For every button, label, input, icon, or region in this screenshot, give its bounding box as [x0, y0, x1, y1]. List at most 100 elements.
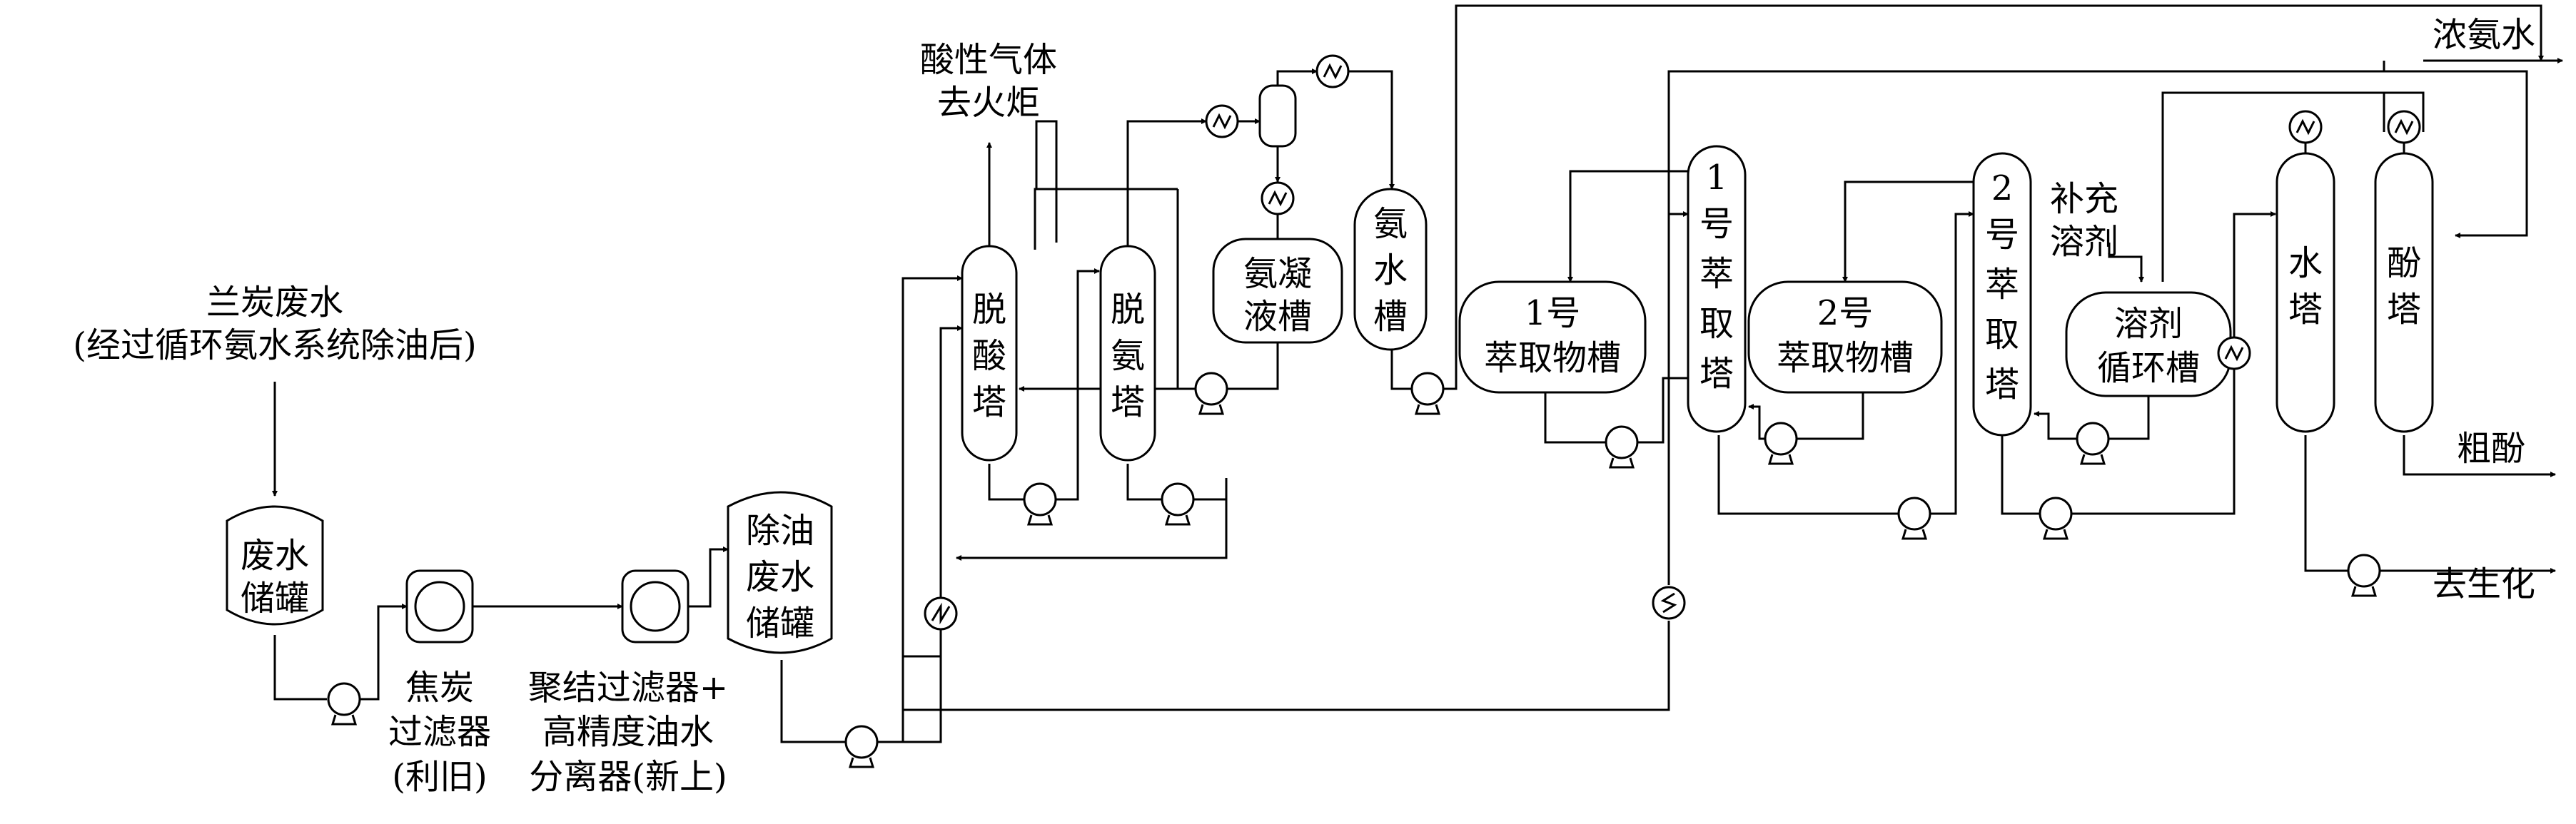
feed-label-line1: 兰炭废水 — [206, 283, 343, 322]
reflux-drum — [1258, 84, 1297, 148]
hx-return — [956, 478, 1228, 561]
ammonia-pump-out — [1443, 4, 2544, 390]
extractor2-label-3: 萃 — [1985, 265, 2019, 305]
heat-exchanger-icon — [924, 596, 958, 631]
extract-tank-2 — [1747, 280, 1943, 394]
deammonia-bottom — [1126, 464, 1161, 501]
labels: 兰炭废水 (经过循环氨水系统除油后) 酸性气体 去火炬 浓氨水 粗酚 去生化 废… — [73, 15, 2535, 797]
extractor1-label-1: 1 — [1706, 158, 1728, 198]
acid-gas-label-line2: 去火炬 — [937, 83, 1040, 123]
heat-exchanger-icon — [1652, 586, 1686, 620]
extractor1-overhead — [1567, 170, 1688, 283]
deoiled-tank — [727, 491, 833, 654]
extractor1-bottom — [1717, 435, 1899, 515]
deacid-tower-label-3: 塔 — [972, 382, 1006, 422]
water-tower-label-1: 水 — [2288, 243, 2323, 283]
extractor2-label-2: 号 — [1985, 215, 2019, 255]
extractor2-label-1: 2 — [1991, 168, 2014, 208]
extract1-tank-label-2: 萃取物槽 — [1484, 338, 1621, 378]
solvent-tank-label-2: 循环槽 — [2097, 348, 2200, 388]
coalescer-label-1: 聚结过滤器+ — [528, 668, 728, 708]
extractor1-label-5: 塔 — [1699, 354, 1734, 394]
pump-icon — [1897, 497, 1931, 540]
ammonia-condensate-tank — [1212, 238, 1343, 344]
pump-icon — [1605, 425, 1639, 469]
extractor1-pump-out — [1931, 211, 1974, 515]
ammonia-water-label-3: 槽 — [1373, 297, 1408, 337]
cond-tank-outlet — [1228, 335, 1279, 390]
ammonia-cond-label-2: 液槽 — [1243, 297, 1312, 337]
to-biochem-label: 去生化 — [2433, 564, 2535, 604]
exch-to-ammonia-tank — [1349, 70, 1395, 190]
pump-icon — [327, 682, 361, 726]
phenol-bottom — [2403, 435, 2556, 477]
deoiled-tank-label-1: 除油 — [746, 511, 814, 551]
hx-to-extractor-line — [901, 621, 1670, 711]
water-tower-bottom — [2304, 435, 2348, 572]
deacid-pump-to-deammonia — [1056, 268, 1100, 501]
top-to-phenol — [1669, 70, 2528, 238]
waste-tank-label-1: 废水 — [241, 536, 309, 576]
solvent-tank-out — [2109, 392, 2150, 440]
phenol-tower — [2374, 152, 2434, 433]
pump-icon — [2039, 497, 2073, 540]
waste-water-tank — [226, 505, 324, 626]
pump-icon — [1023, 482, 1057, 526]
equipment — [226, 84, 2434, 654]
deoiled-outlet — [780, 660, 846, 743]
ammonia-water-label-1: 氨 — [1373, 204, 1408, 244]
hx-to-deacid — [939, 325, 963, 599]
extract2-tank-label-1: 2号 — [1817, 293, 1874, 333]
coalescer-to-deoiled — [688, 546, 729, 608]
extractor-1 — [1687, 145, 1747, 433]
solvent-pump-out — [2034, 411, 2077, 440]
deammonia-tower-label-2: 氨 — [1111, 336, 1145, 376]
deacid-reflux — [1035, 120, 1058, 243]
phenol-tower-label-1: 酚 — [2387, 243, 2421, 283]
waste-tank-outlet — [273, 635, 327, 701]
deammonia-overhead — [1126, 118, 1207, 246]
extract2-pump-up — [1748, 404, 1764, 440]
coalescer-label-2: 高精度油水 — [542, 712, 714, 752]
heat-exchanger-icon — [2288, 110, 2323, 144]
coke-filter-label-1: 焦炭 — [405, 668, 474, 708]
deacid-tower — [961, 245, 1018, 462]
ammonia-water-label-2: 水 — [1373, 250, 1408, 290]
heat-exchanger-icon — [2387, 110, 2421, 144]
water-tower-label-2: 塔 — [2288, 290, 2323, 330]
feed-label-line2: (经过循环氨水系统除油后) — [73, 325, 476, 365]
extractor2-bottom — [2001, 435, 2040, 515]
pump-icon — [2347, 554, 2381, 597]
pump-to-hx-left — [878, 275, 963, 743]
deammonia-tower-label-3: 塔 — [1111, 382, 1145, 422]
coalescer-filter — [621, 569, 690, 644]
heat-exchanger-icon — [2217, 336, 2251, 370]
crude-phenol-label: 粗酚 — [2457, 429, 2525, 469]
deoiled-tank-label-3: 储罐 — [746, 604, 814, 644]
extract1-pump-up — [1638, 377, 1688, 444]
conc-ammonia-label: 浓氨水 — [2433, 15, 2535, 55]
deacid-bottom — [988, 464, 1024, 501]
extract1-tank-out — [1544, 392, 1606, 444]
pump-icon — [844, 725, 879, 768]
acid-gas-label-line1: 酸性气体 — [920, 40, 1057, 80]
ammonia-water-tank — [1353, 188, 1428, 351]
coke-filter-label-3: (利旧) — [392, 757, 487, 797]
heat-exchanger-icon — [1261, 181, 1295, 215]
coke-filter-label-2: 过滤器 — [388, 712, 491, 752]
heat-exchangers — [924, 54, 2421, 631]
extract2-tank-label-2: 萃取物槽 — [1777, 338, 1914, 378]
pump-icon — [1410, 372, 1445, 415]
pump1-to-coke-filter — [360, 604, 408, 701]
extract1-tank-label-1: 1号 — [1525, 293, 1581, 333]
extractor1-label-2: 号 — [1699, 204, 1734, 244]
pump-to-hx-right — [878, 628, 942, 743]
waste-tank-label-2: 储罐 — [241, 579, 309, 619]
deammonia-tower — [1099, 245, 1156, 462]
extractor2-label-4: 取 — [1985, 315, 2019, 355]
reflux-loop — [1034, 188, 1178, 250]
solvent-makeup-label-1: 补充 — [2050, 179, 2118, 219]
deacid-tower-label-2: 酸 — [972, 336, 1006, 376]
coke-filter — [405, 569, 474, 644]
